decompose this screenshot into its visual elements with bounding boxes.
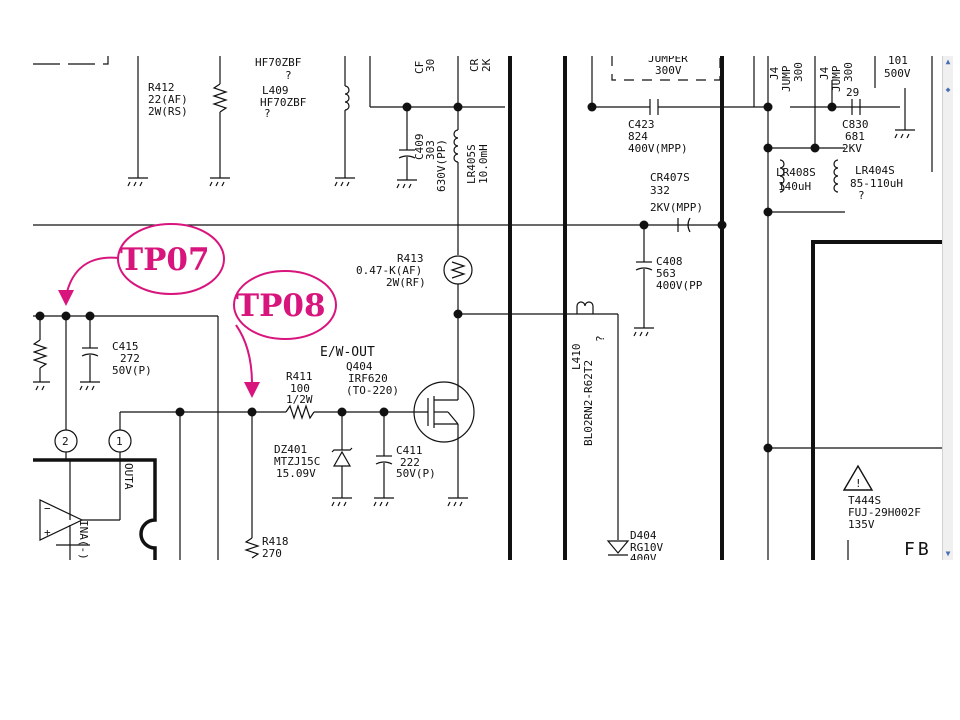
label-lr405-val: 10.0mH — [477, 144, 490, 184]
ic-pin-1: 1 — [116, 435, 123, 448]
scroll-marker-icon[interactable]: ◆ — [945, 85, 951, 94]
label-c411-v: 50V(P) — [396, 467, 436, 480]
schematic-diagram: ! R412 22(AF) 2W(RS) HF70ZBF ? L409 HF70… — [33, 56, 942, 560]
label-c415: C415 — [112, 340, 139, 353]
label-r411-pwr: 1/2W — [286, 393, 313, 406]
label-j1b: JUMP — [780, 65, 793, 92]
label-j4: 300 — [842, 62, 855, 82]
label-d404-val: RG10V — [630, 541, 663, 554]
label-l410-val: BL02RN2-R62T2 — [582, 360, 595, 446]
label-cr407: CR407S — [650, 171, 690, 184]
label-c101: 101 — [888, 56, 908, 67]
label-c409-v: 630V(PP) — [435, 139, 448, 192]
label-r412-val: 22(AF) — [148, 93, 188, 106]
label-c29: 29 — [846, 86, 859, 99]
label-outa: OUTA — [122, 463, 135, 490]
label-r413-pwr: 2W(RF) — [386, 276, 426, 289]
label-d404: D404 — [630, 529, 657, 542]
label-r413-val: 0.47-K(AF) — [356, 264, 422, 277]
label-lr408: LR408S — [776, 166, 816, 179]
label-t444: T444S — [848, 494, 881, 507]
label-q404-pkg: (TO-220) — [346, 384, 399, 397]
warning-icon: ! — [855, 477, 862, 490]
label-lr404: LR404S — [855, 164, 895, 177]
label-c408-v: 400V(PP — [656, 279, 703, 292]
label-l410: L410 — [570, 344, 583, 371]
label-c423-val: 824 — [628, 130, 648, 143]
label-j3: 300 — [792, 62, 805, 82]
callout-tp08: TP08 — [233, 270, 337, 398]
scroll-down-icon[interactable]: ▼ — [945, 549, 951, 558]
label-l409-val: HF70ZBF — [260, 96, 306, 109]
schematic-viewport: ! R412 22(AF) 2W(RS) HF70ZBF ? L409 HF70… — [33, 56, 942, 560]
label-c830-val: 681 — [845, 130, 865, 143]
label-l409: L409 — [262, 84, 289, 97]
label-cr-top: CR — [468, 58, 481, 72]
label-c409-val: 303 — [424, 140, 437, 160]
label-l410-q: ? — [594, 335, 607, 342]
label-ina: INA(-) — [77, 520, 90, 560]
label-c423-v: 400V(MPP) — [628, 142, 688, 155]
label-c830-v: 2KV — [842, 142, 862, 155]
label-c415-val: 272 — [120, 352, 140, 365]
label-j2b: JUMP — [830, 65, 843, 92]
label-hf70-top: HF70ZBF — [255, 56, 301, 69]
label-r412-pwr: 2W(RS) — [148, 105, 188, 118]
ic-pin-2: 2 — [62, 435, 69, 448]
label-cr407-val: 332 — [650, 184, 670, 197]
opamp-minus: − — [44, 502, 51, 515]
label-r413: R413 — [397, 252, 424, 265]
label-c830: C830 — [842, 118, 869, 131]
label-c408-val: 563 — [656, 267, 676, 280]
label-ew-out: E/W-OUT — [320, 345, 375, 360]
label-lr408-val: 140uH — [778, 180, 811, 193]
label-lr404-val: 85-110uH — [850, 177, 903, 190]
callout-tp07-text: TP07 — [120, 242, 210, 278]
label-fb: FB — [904, 539, 932, 560]
label-dz401-v: 15.09V — [276, 467, 316, 480]
callout-tp08-text: TP08 — [236, 288, 326, 324]
callout-tp07: TP07 — [58, 223, 225, 306]
label-d404-v: 400V — [630, 552, 657, 560]
label-cr-val: 2K — [480, 58, 493, 72]
label-t444-v: 135V — [848, 518, 875, 531]
opamp-plus: + — [44, 526, 51, 539]
label-jumper-v: 300V — [655, 64, 682, 77]
label-t444-val: FUJ-29H002F — [848, 506, 921, 519]
label-j2: J4 — [818, 66, 831, 80]
label-cr407-v: 2KV(MPP) — [650, 201, 703, 214]
label-l409-q: ? — [264, 107, 271, 120]
vertical-scrollbar[interactable]: ▲ ◆ ▼ — [942, 56, 953, 560]
label-c101-v: 500V — [884, 67, 911, 80]
label-dz401-val: MTZJ15C — [274, 455, 320, 468]
label-hf70-q: ? — [285, 69, 292, 82]
label-cf-val: 30 — [424, 59, 437, 72]
label-r418: R418 — [262, 535, 289, 548]
label-r411: R411 — [286, 370, 313, 383]
label-lr405: LR405S — [465, 144, 478, 184]
label-cf-top: CF — [413, 61, 426, 74]
label-c415-v: 50V(P) — [112, 364, 152, 377]
label-dz401: DZ401 — [274, 443, 307, 456]
label-c408: C408 — [656, 255, 683, 268]
label-jumper: JUMPER — [648, 56, 688, 65]
label-c411-val: 222 — [400, 456, 420, 469]
label-r418-val: 270 — [262, 547, 282, 560]
label-r411-val: 100 — [290, 382, 310, 395]
label-c411: C411 — [396, 444, 423, 457]
label-lr404-q: ? — [858, 189, 865, 202]
label-q404: Q404 — [346, 360, 373, 373]
label-r412: R412 — [148, 81, 175, 94]
label-q404-val: IRF620 — [348, 372, 388, 385]
label-j1: J4 — [768, 66, 781, 80]
scroll-up-icon[interactable]: ▲ — [945, 57, 951, 66]
label-c409: C409 — [413, 134, 426, 161]
label-c423: C423 — [628, 118, 655, 131]
